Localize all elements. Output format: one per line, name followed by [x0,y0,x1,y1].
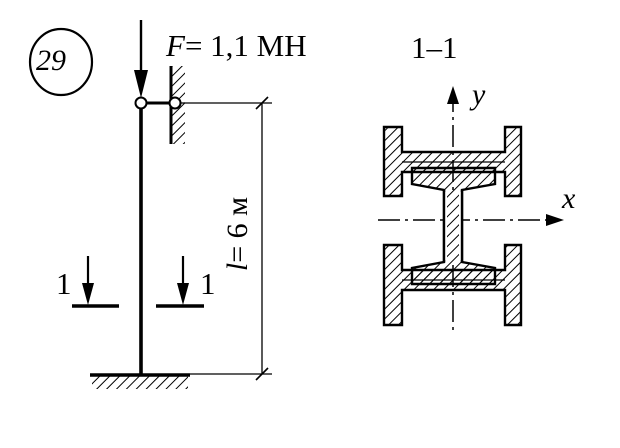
pin-hinge-icon [134,96,182,110]
section-cut-right [156,256,204,308]
length-value: = 6 м [221,196,254,263]
problem-number-circle [28,27,94,97]
section-cut-right-label: 1 [200,266,216,301]
force-arrow-icon [134,20,148,98]
x-axis-label: x [562,182,576,215]
section-cut-left [72,256,119,308]
central-i-beam [410,166,497,286]
force-label: F= 1,1 MН [166,30,307,61]
length-symbol: l [221,262,254,272]
length-dimension [180,96,272,381]
force-value: = 1,1 MН [184,28,307,63]
y-axis-arrow-icon [447,86,459,104]
force-symbol: F [166,28,185,63]
upper-channel [382,125,523,198]
y-axis-label: y [472,78,486,111]
problem-number: 29 [36,44,66,77]
section-cut-left-label: 1 [56,266,72,301]
length-label: l= 6 м [221,196,254,272]
x-axis-arrow-icon [546,214,564,226]
base-support-icon [90,373,190,389]
section-title: 1–1 [411,30,458,65]
cross-section-drawing [378,86,564,332]
